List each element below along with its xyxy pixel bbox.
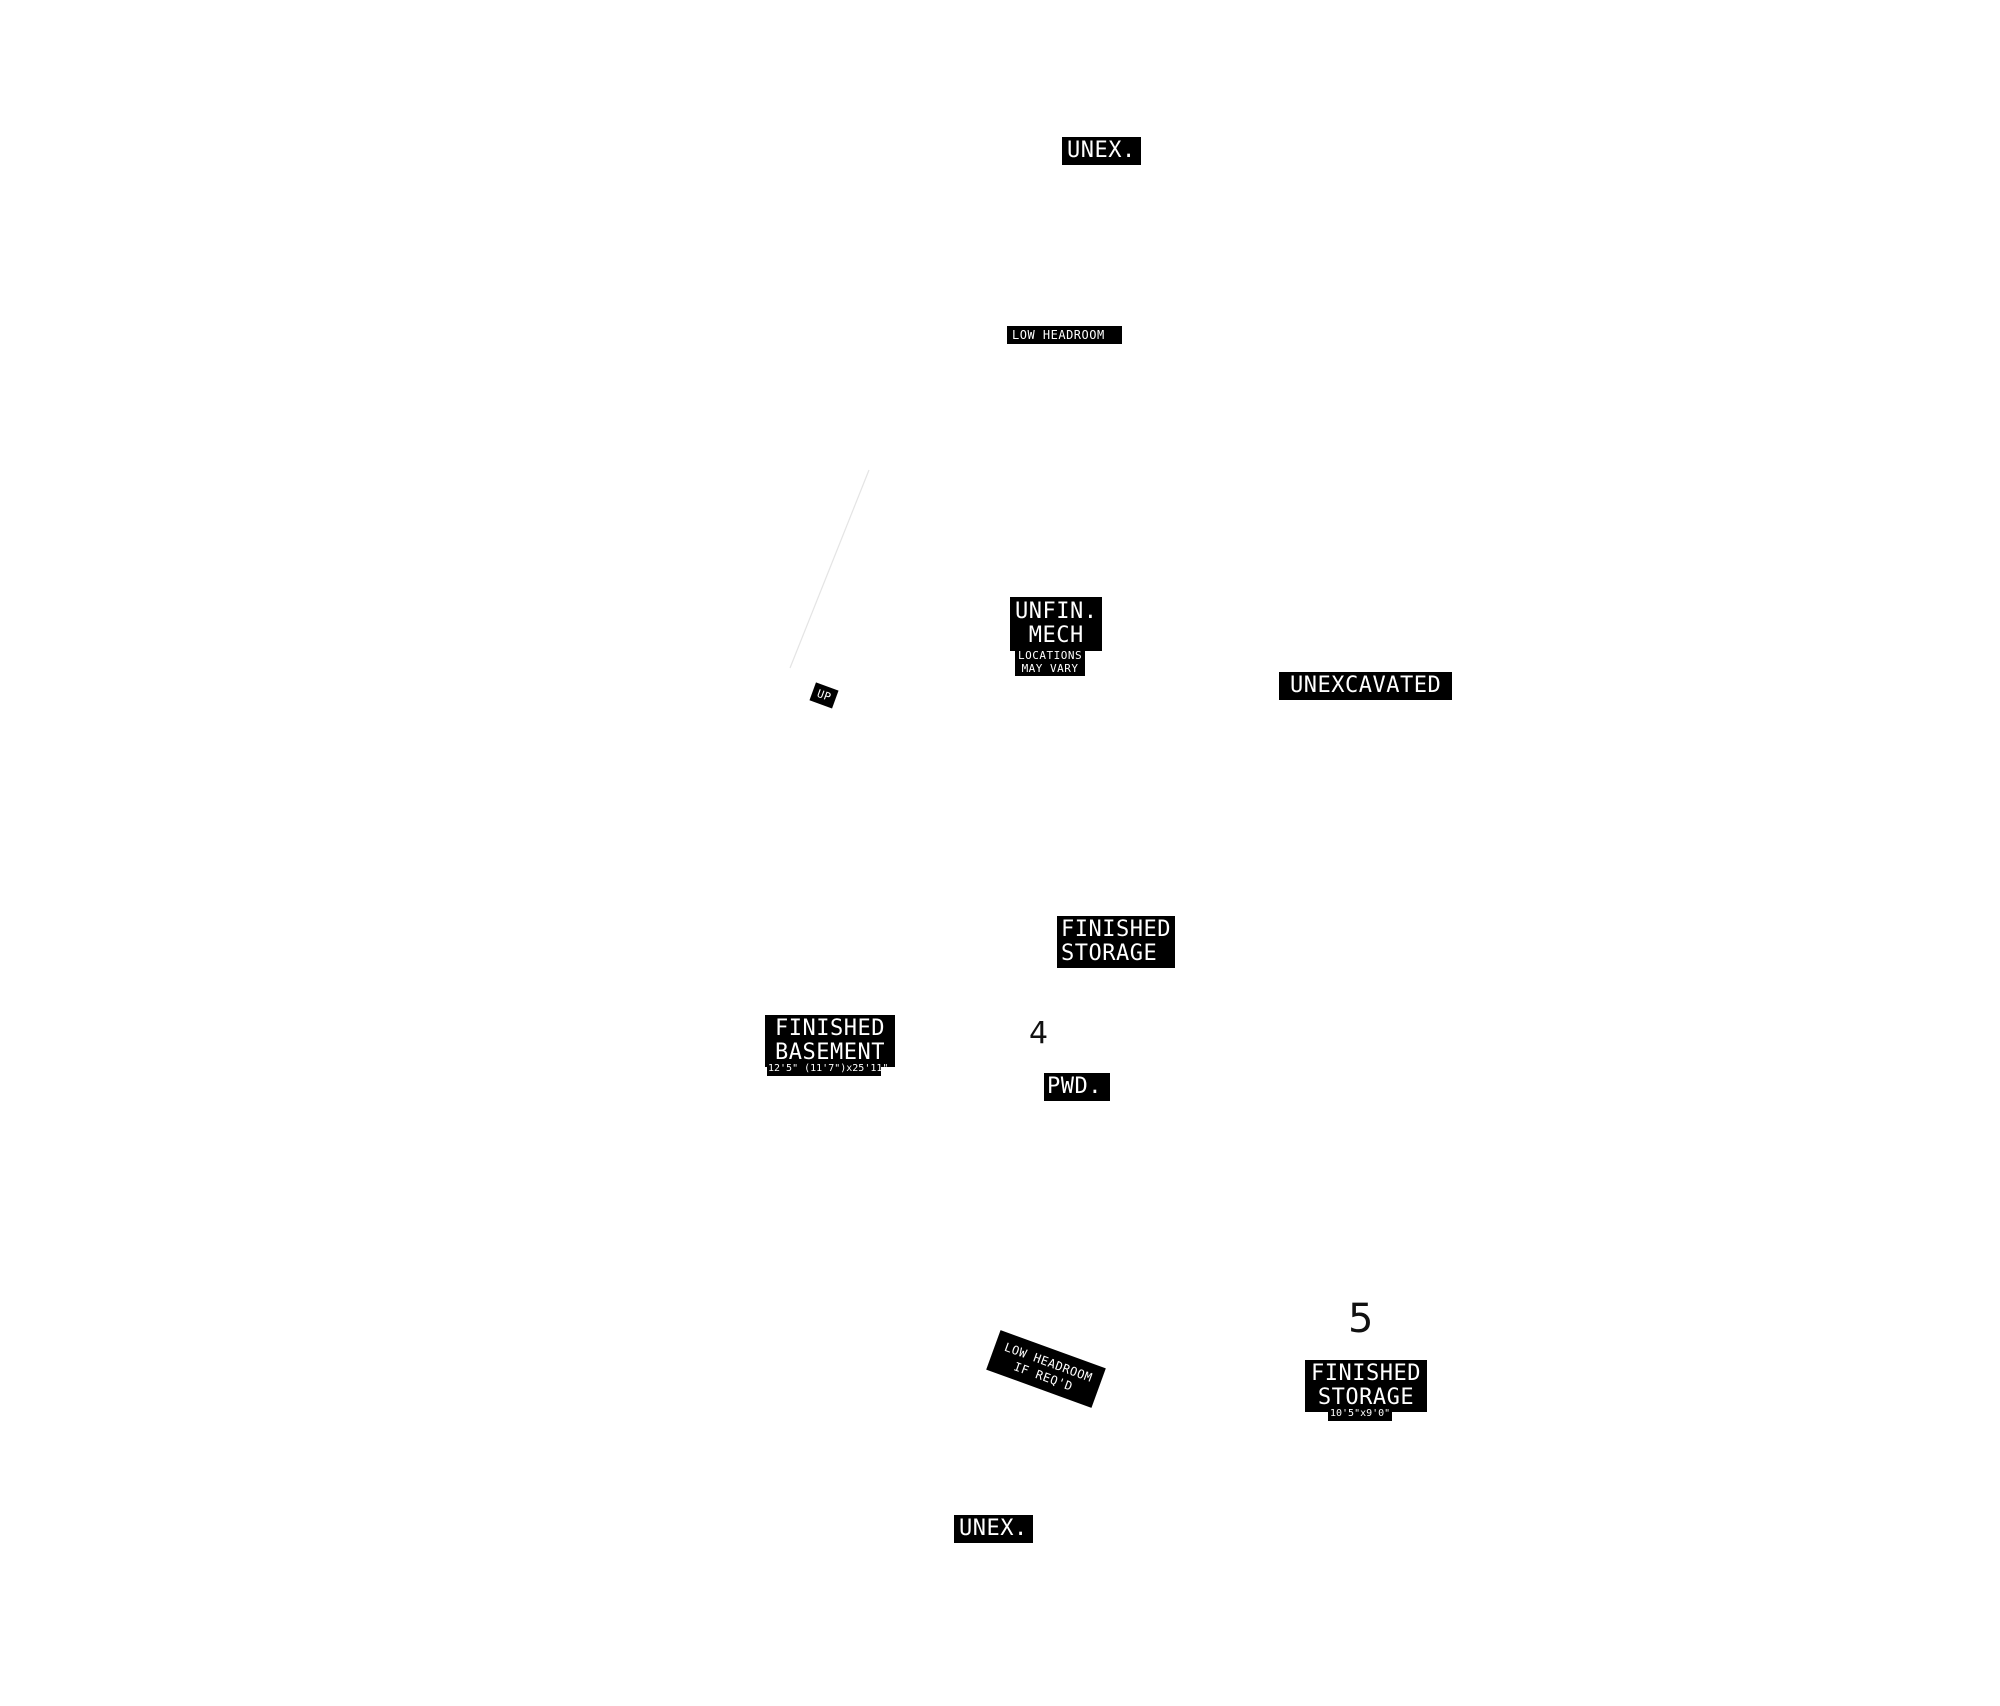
finished-storage-5-line2: STORAGE <box>1317 1385 1415 1410</box>
pwd-text: PWD. <box>1047 1074 1102 1099</box>
up-text: UP <box>815 686 834 705</box>
finished-basement-line1: FINISHED <box>775 1016 885 1041</box>
pwd-label: PWD. <box>1044 1073 1110 1101</box>
finished-storage-4-line2: STORAGE <box>1061 941 1158 966</box>
unfin-mech-label: UNFIN. MECH <box>1010 597 1103 651</box>
level-number-4: 4 <box>1029 1016 1049 1051</box>
unex-bottom-label: UNEX. <box>954 1515 1033 1543</box>
finished-storage-5-line1: FINISHED <box>1311 1361 1421 1386</box>
unfin-mech-line2: MECH <box>1028 623 1084 648</box>
finished-basement-dims-text: 12'5" (11'7")x25'11" <box>768 1063 889 1074</box>
locations-line1: LOCATIONS <box>1018 649 1083 662</box>
finished-basement-dims: 12'5" (11'7")x25'11" <box>767 1061 889 1076</box>
unex-top-text: UNEX. <box>1067 138 1136 163</box>
level-number-5: 5 <box>1348 1296 1374 1342</box>
unfin-mech-line1: UNFIN. <box>1015 599 1098 624</box>
finished-storage-5-label: FINISHED STORAGE <box>1305 1360 1427 1412</box>
unexcavated-text: UNEXCAVATED <box>1290 673 1442 698</box>
finished-storage-4-line1: FINISHED <box>1061 917 1171 942</box>
locations-line2: MAY VARY <box>1021 662 1079 675</box>
low-headroom-text: LOW HEADROOM <box>1012 328 1105 342</box>
finished-storage-4-label: FINISHED STORAGE <box>1057 916 1175 968</box>
finished-basement-label: FINISHED BASEMENT <box>765 1015 895 1067</box>
low-headroom-label: LOW HEADROOM <box>1007 326 1122 344</box>
unex-top-label: UNEX. <box>1062 137 1141 165</box>
finished-storage-5-dims: 10'5"x9'0" <box>1328 1406 1393 1421</box>
finished-basement-line2: BASEMENT <box>775 1040 885 1065</box>
locations-may-vary-label: LOCATIONS MAY VARY <box>1015 648 1086 676</box>
unexcavated-label: UNEXCAVATED <box>1279 672 1453 700</box>
unex-bottom-text: UNEX. <box>959 1516 1028 1541</box>
finished-storage-5-dims-text: 10'5"x9'0" <box>1330 1408 1391 1419</box>
